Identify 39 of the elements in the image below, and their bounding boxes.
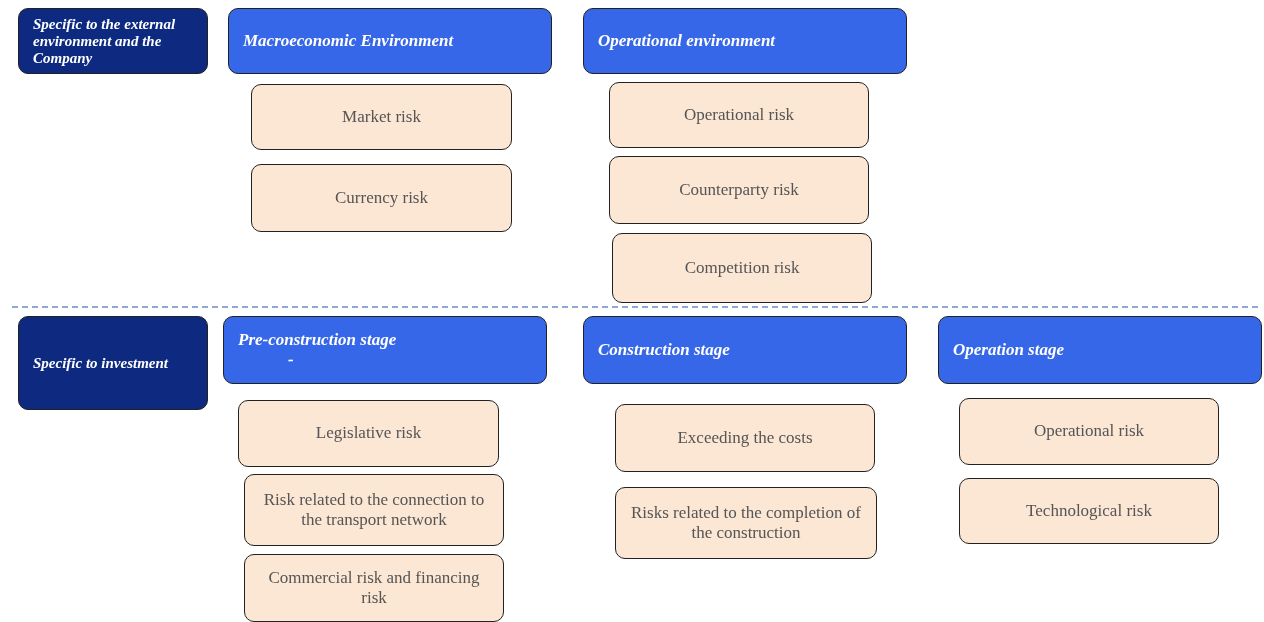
heading-text: Pre-construction stage [238, 330, 398, 350]
group-header-box [938, 316, 1262, 384]
risk-box [238, 400, 499, 467]
heading-text: Construction stage [598, 340, 731, 360]
heading-text: Operational environment [598, 31, 777, 51]
risk-label: Competition risk [684, 257, 800, 279]
risk-label: Currency risk [335, 187, 428, 209]
group-header-box [583, 8, 907, 74]
risk-box [244, 474, 504, 546]
risk-label: Legislative risk [315, 423, 422, 444]
risk-label: Technological risk [1026, 500, 1152, 522]
heading-text: Operation stage [953, 340, 1065, 360]
risk-box [612, 233, 872, 303]
dash-text: - [287, 350, 295, 370]
risk-label: Exceeding the costs [677, 427, 813, 449]
risk-label: Risks related to the completion of the construction [630, 502, 862, 544]
heading-text: Specific to investment [33, 354, 170, 372]
risk-label: Counterparty risk [679, 179, 799, 201]
risk-box [959, 478, 1219, 544]
category-box [18, 8, 208, 74]
risk-box [615, 487, 877, 559]
heading-text: Specific to the external environment and the Company [33, 15, 177, 67]
risk-label: Market risk [342, 106, 421, 128]
group-header-box [223, 316, 547, 384]
category-box [18, 316, 208, 410]
risk-label: Risk related to the connection to the transport network [262, 489, 486, 531]
group-header-box [583, 316, 907, 384]
risk-box [251, 164, 512, 232]
risk-box [609, 82, 869, 148]
heading-text: Macroeconomic Environment [243, 31, 455, 51]
risk-box [244, 554, 504, 622]
risk-box [959, 398, 1219, 465]
risk-box [251, 84, 512, 150]
risk-label: Operational risk [1034, 421, 1144, 442]
risk-label: Operational risk [684, 104, 794, 126]
risk-box [615, 404, 875, 472]
risk-label: Commercial risk and financing risk [267, 567, 481, 609]
risk-box [609, 156, 869, 224]
group-header-box [228, 8, 552, 74]
